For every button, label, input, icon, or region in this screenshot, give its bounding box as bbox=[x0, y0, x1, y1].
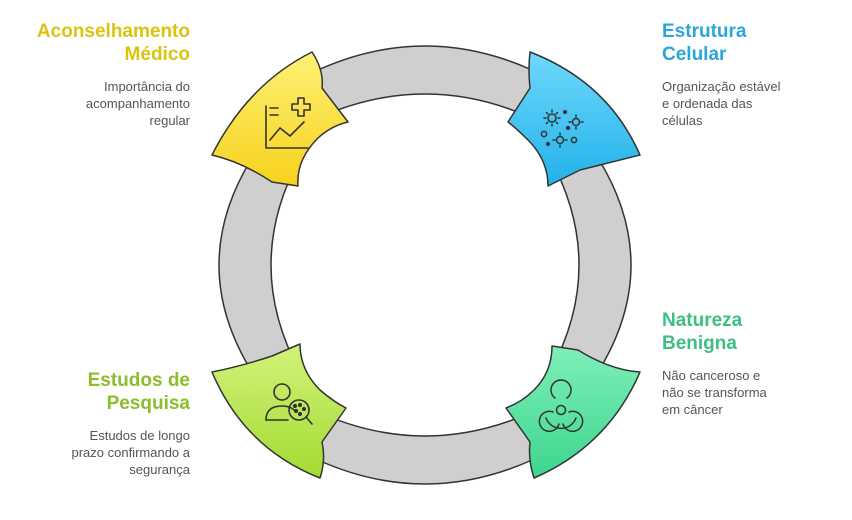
desc-line: Não canceroso e bbox=[662, 368, 761, 383]
title-line: Celular bbox=[662, 44, 727, 65]
desc-line: regular bbox=[149, 113, 190, 128]
medical-chart-icon bbox=[265, 97, 311, 149]
desc-aconselhamento: Importância do acompanhamento regular bbox=[0, 78, 190, 129]
label-estrutura: Estrutura Celular Organização estável e … bbox=[662, 20, 852, 129]
label-natureza: Natureza Benigna Não canceroso e não se … bbox=[662, 309, 852, 418]
title-estrutura: Estrutura Celular bbox=[662, 20, 852, 66]
desc-estudos: Estudos de longo prazo confirmando a seg… bbox=[0, 427, 190, 478]
desc-line: não se transforma bbox=[662, 385, 767, 400]
desc-line: prazo confirmando a bbox=[71, 445, 190, 460]
desc-line: Estudos de longo bbox=[89, 428, 190, 443]
segment-estudos bbox=[211, 343, 347, 479]
ring-arc-top bbox=[317, 45, 533, 119]
label-aconselhamento: Aconselhamento Médico Importância do aco… bbox=[0, 20, 190, 129]
desc-line: células bbox=[662, 113, 703, 128]
segment-aconselhamento bbox=[211, 51, 349, 187]
title-line: Estrutura bbox=[662, 21, 747, 42]
title-line: Natureza bbox=[662, 310, 743, 331]
title-estudos: Estudos de Pesquisa bbox=[0, 369, 190, 415]
desc-line: e ordenada das bbox=[662, 96, 753, 111]
researcher-icon bbox=[265, 383, 313, 425]
ring-arc-left bbox=[218, 157, 301, 373]
ring-arc-right bbox=[549, 157, 632, 373]
desc-line: acompanhamento bbox=[85, 96, 190, 111]
title-line: Pesquisa bbox=[106, 393, 190, 414]
title-natureza: Natureza Benigna bbox=[662, 309, 852, 355]
title-line: Médico bbox=[124, 44, 190, 65]
desc-line: Organização estável bbox=[662, 79, 781, 94]
ring-arc-bottom bbox=[317, 411, 533, 485]
desc-line: em câncer bbox=[662, 402, 723, 417]
label-estudos: Estudos de Pesquisa Estudos de longo pra… bbox=[0, 369, 190, 478]
desc-line: segurança bbox=[129, 462, 190, 477]
cells-icon bbox=[540, 109, 584, 148]
title-aconselhamento: Aconselhamento Médico bbox=[0, 20, 190, 66]
desc-line: Importância do bbox=[104, 79, 190, 94]
title-line: Aconselhamento bbox=[36, 21, 190, 42]
title-line: Benigna bbox=[662, 333, 737, 354]
desc-natureza: Não canceroso e não se transforma em cân… bbox=[662, 367, 852, 418]
biohazard-icon bbox=[538, 379, 584, 433]
title-line: Estudos de bbox=[87, 370, 190, 391]
desc-estrutura: Organização estável e ordenada das célul… bbox=[662, 78, 852, 129]
